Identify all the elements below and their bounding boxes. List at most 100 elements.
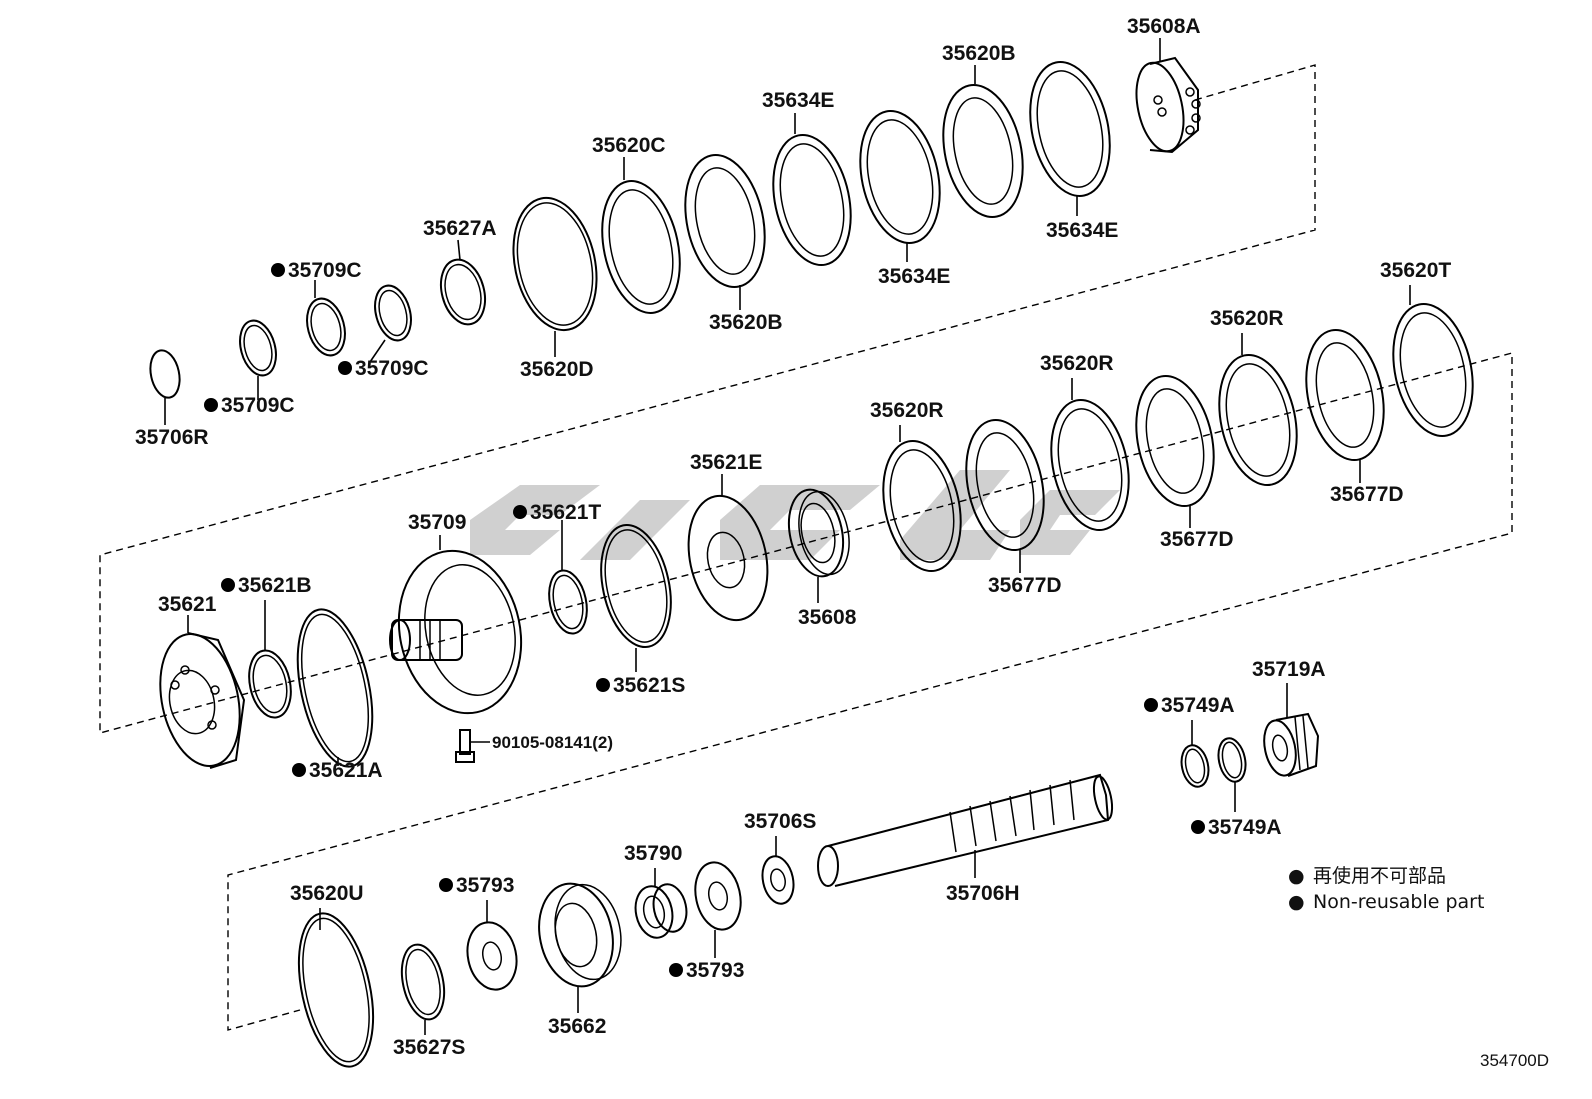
part-35709C-1 <box>239 319 277 400</box>
label-35706R: 35706R <box>135 426 209 449</box>
label-35677D-3: 35677D <box>1330 483 1404 506</box>
part-35709C-2 <box>306 280 346 357</box>
label-35621B: 35621B <box>238 574 312 597</box>
part-35620R-2 <box>1050 378 1130 532</box>
part-35719A <box>1263 683 1320 777</box>
part-35793-2 <box>694 861 742 958</box>
part-35620U <box>297 908 375 1068</box>
part-35620R-3 <box>1218 333 1298 487</box>
part-35620B-lower <box>684 153 766 310</box>
label-35608A: 35608A <box>1127 15 1201 38</box>
label-35620R-2: 35620R <box>1040 352 1114 375</box>
nonreusable-dot <box>1144 698 1158 712</box>
legend-text-en: Non-reusable part <box>1313 891 1484 913</box>
label-35677D-2: 35677D <box>1160 528 1234 551</box>
nonreusable-dot <box>271 263 285 277</box>
label-35620R-3: 35620R <box>1210 307 1284 330</box>
part-35634E-top <box>772 113 852 267</box>
label-35608: 35608 <box>798 606 857 629</box>
label-35620T: 35620T <box>1380 259 1451 282</box>
part-35634E-mid <box>859 109 941 262</box>
dashed-boundaries <box>99 64 1513 1031</box>
part-35677D-3 <box>1305 328 1385 483</box>
part-35620T <box>1392 285 1474 438</box>
part-35627A <box>439 239 487 326</box>
part-35662 <box>538 882 622 1013</box>
nonreusable-dot <box>439 878 453 892</box>
nonreusable-dot <box>669 963 683 977</box>
part-35621 <box>159 615 246 769</box>
legend-text-jp: 再使用不可部品 <box>1313 865 1446 887</box>
label-35620U: 35620U <box>290 882 364 905</box>
part-35709C-3 <box>369 284 412 363</box>
label-35709C-3: 35709C <box>221 394 295 417</box>
label-35793-2: 35793 <box>686 959 744 982</box>
nonreusable-dot <box>204 398 218 412</box>
part-labels: 35608A 35620B 35634E 35620C 35627A 35709… <box>135 15 1451 1059</box>
label-35620B-upper: 35620B <box>942 42 1016 65</box>
part-35749A-1 <box>1180 720 1210 788</box>
label-35706H: 35706H <box>946 882 1020 905</box>
nonreusable-dot <box>513 505 527 519</box>
label-35706S: 35706S <box>744 810 816 833</box>
part-35621A <box>296 608 374 768</box>
part-35677D-2 <box>1135 374 1215 528</box>
part-35706S <box>761 836 795 905</box>
diagram-id: 354700D <box>1480 1051 1549 1070</box>
nonreusable-dot <box>292 763 306 777</box>
label-35621A: 35621A <box>309 759 383 782</box>
label-35620R-1: 35620R <box>870 399 944 422</box>
part-35627S <box>400 943 446 1035</box>
label-35793-1: 35793 <box>456 874 514 897</box>
part-35620D <box>512 196 598 357</box>
label-90105-08141: 90105-08141(2) <box>492 733 613 752</box>
label-35709C-1: 35709C <box>288 259 362 282</box>
part-35608A <box>1135 38 1201 154</box>
nonreusable-dot <box>596 678 610 692</box>
label-35621: 35621 <box>158 593 217 616</box>
label-35627S: 35627S <box>393 1036 465 1059</box>
part-35634E-right <box>1029 61 1111 216</box>
nonreusable-dot <box>1191 820 1205 834</box>
legend: ● 再使用不可部品 ● Non-reusable part <box>1288 865 1484 913</box>
label-35662: 35662 <box>548 1015 606 1038</box>
label-35621S: 35621S <box>613 674 685 697</box>
label-35620B-lower: 35620B <box>709 311 783 334</box>
label-35709C-2: 35709C <box>355 357 429 380</box>
label-35634E-top: 35634E <box>762 89 834 112</box>
part-35620B-upper <box>942 65 1024 219</box>
label-35621T: 35621T <box>530 501 601 524</box>
label-35634E-mid: 35634E <box>878 265 950 288</box>
part-35621T <box>548 520 588 635</box>
part-35706R <box>149 349 181 425</box>
part-35621E <box>687 474 769 622</box>
part-35706H-shaft <box>817 773 1114 887</box>
part-35620C <box>601 157 681 314</box>
part-35677D-1 <box>965 418 1045 573</box>
nonreusable-dot <box>221 578 235 592</box>
label-35749A-2: 35749A <box>1208 816 1282 839</box>
legend-bullet-en: ● <box>1288 891 1305 913</box>
part-35709 <box>389 535 523 715</box>
label-35621E: 35621E <box>690 451 762 474</box>
part-90105-08141-bolt <box>455 729 490 763</box>
label-35620D: 35620D <box>520 358 594 381</box>
part-35793-1 <box>466 900 518 991</box>
label-35749A-1: 35749A <box>1161 694 1235 717</box>
label-35790: 35790 <box>624 842 682 865</box>
label-35709: 35709 <box>408 511 466 534</box>
part-35620R-1 <box>882 425 962 573</box>
part-35608 <box>787 488 850 603</box>
watermark-logo <box>470 470 1120 560</box>
label-35677D-1: 35677D <box>988 574 1062 597</box>
part-35790 <box>634 868 688 939</box>
part-35621B <box>248 600 292 719</box>
part-35621S <box>600 523 672 672</box>
label-35634E-right: 35634E <box>1046 219 1118 242</box>
part-35749A-2 <box>1217 737 1247 812</box>
label-35627A: 35627A <box>423 217 497 240</box>
label-35719A: 35719A <box>1252 658 1326 681</box>
label-35620C: 35620C <box>592 134 666 157</box>
legend-bullet-jp: ● <box>1288 865 1305 887</box>
